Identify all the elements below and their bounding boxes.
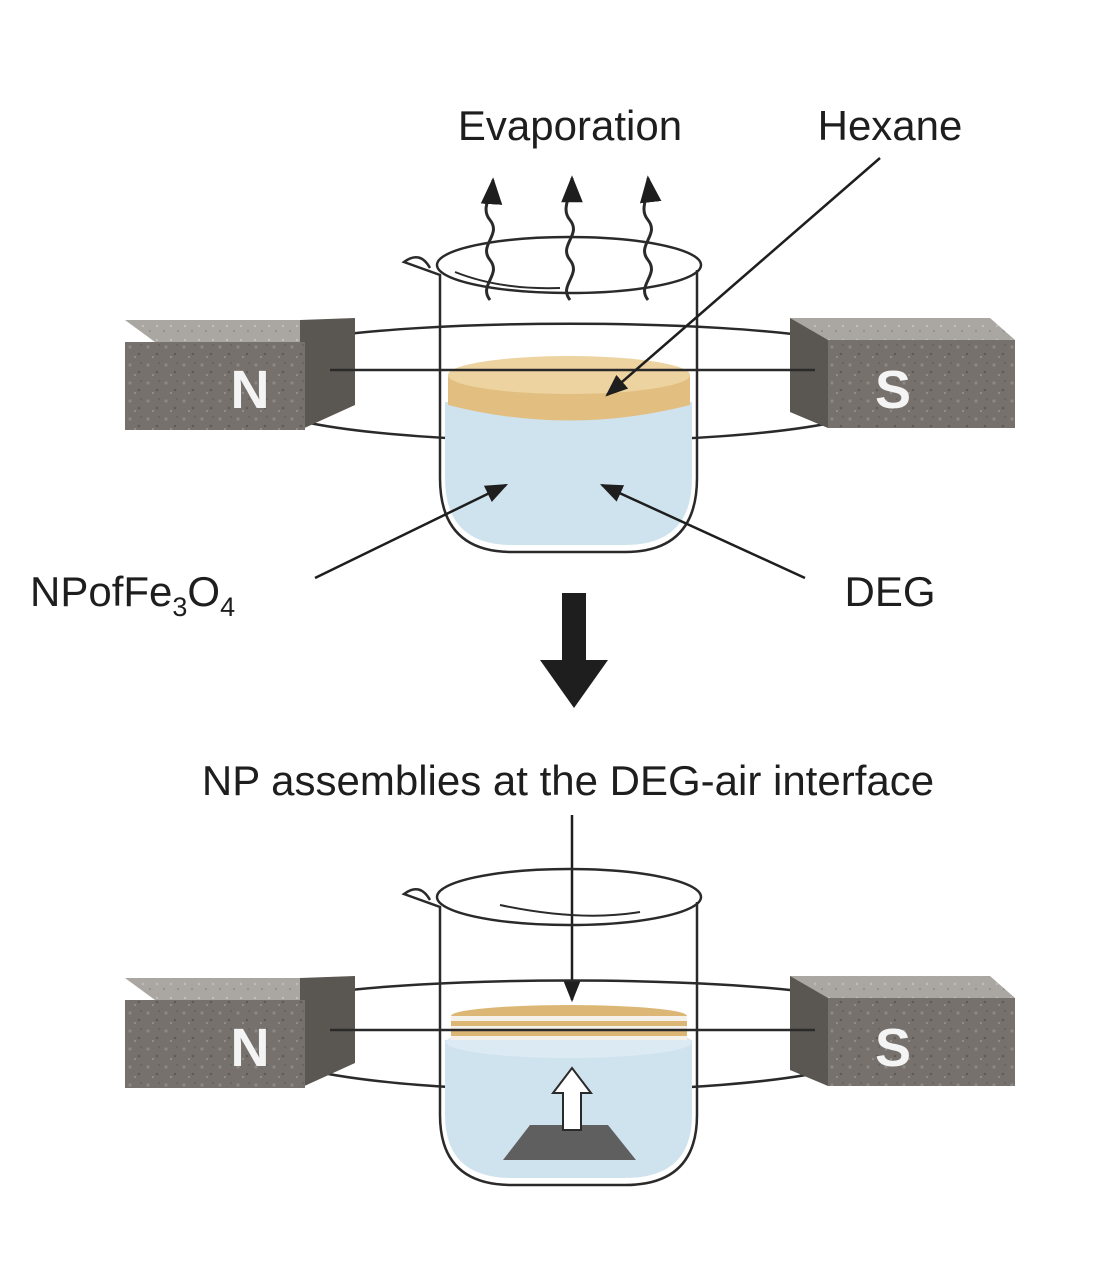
deg-pointer	[599, 483, 806, 580]
deg-liquid	[445, 402, 692, 545]
evaporation-arrows	[480, 175, 662, 301]
beaker-top	[401, 235, 703, 554]
hexane-pointer	[605, 157, 881, 397]
magnet-pole-label: N	[231, 1018, 270, 1078]
process-arrow	[540, 593, 608, 708]
np-assembly-film	[451, 1005, 687, 1040]
np-pointer	[314, 483, 509, 580]
magnet-south-bottom: S	[790, 976, 1015, 1086]
np-label: NPofFe3O4	[30, 568, 235, 622]
magnet-south-top: S	[790, 318, 1015, 428]
top-panel: N S Evaporation	[30, 102, 1015, 622]
evaporation-label: Evaporation	[458, 102, 682, 149]
assembly-caption: NP assemblies at the DEG-air interface	[202, 757, 934, 804]
magnet-north-bottom: N	[125, 976, 355, 1088]
magnet-pole-label: S	[875, 1018, 911, 1078]
magnet-pole-label: S	[875, 360, 911, 420]
deg-label: DEG	[844, 568, 935, 615]
magnet-pole-label: N	[231, 360, 270, 420]
hexane-label: Hexane	[818, 102, 963, 149]
beaker-bottom	[401, 867, 703, 1187]
lift-up-arrow	[550, 1066, 594, 1131]
magnet-north-top: N	[125, 318, 355, 430]
bottom-panel: NP assemblies at the DEG-air interface N…	[125, 757, 1015, 1187]
substrate	[503, 1125, 636, 1160]
